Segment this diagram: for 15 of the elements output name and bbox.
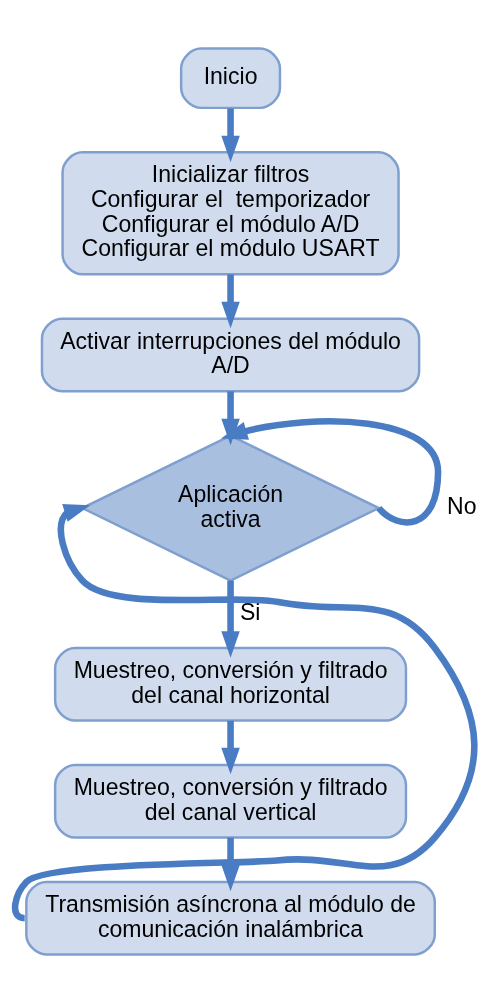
arrow bbox=[221, 837, 240, 892]
node-box: Transmisión asíncrona al módulo de comunicación inalámbrica bbox=[25, 880, 436, 956]
node-box: Inicio bbox=[179, 47, 282, 110]
arrow bbox=[221, 580, 240, 658]
arrow bbox=[221, 274, 240, 329]
arrow bbox=[221, 391, 240, 446]
edge-label: Si bbox=[239, 599, 261, 626]
node-box: Muestreo, conversión y filtrado del canal vertical bbox=[53, 763, 408, 839]
node-box: Muestreo, conversión y filtrado del canal horizontal bbox=[53, 646, 408, 722]
arrow bbox=[221, 108, 240, 163]
node-box: Inicializar filtros Configurar el temporizador Configurar el módulo A/D Configurar el módulo USART bbox=[61, 151, 400, 276]
node-box: Activar interrupciones del módulo A/D bbox=[40, 317, 421, 393]
arrow bbox=[221, 720, 240, 775]
edge-label: No bbox=[447, 493, 477, 520]
arrow bbox=[221, 418, 442, 526]
